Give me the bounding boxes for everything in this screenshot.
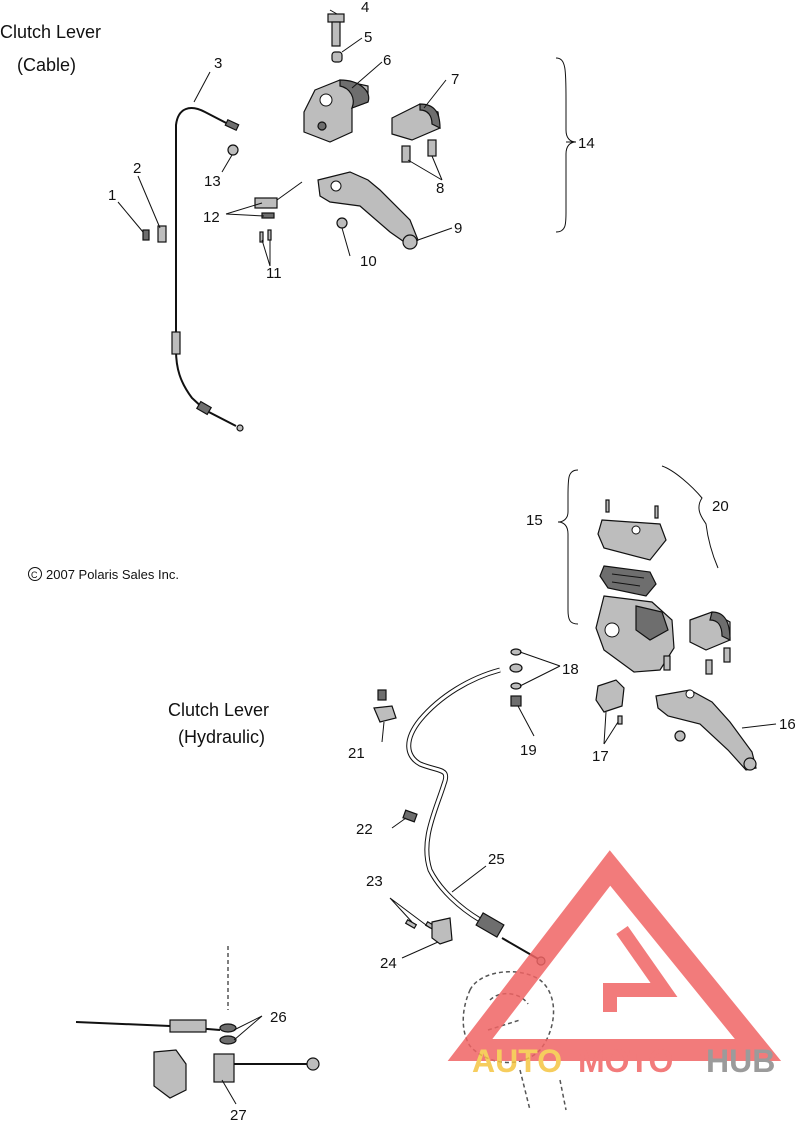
part-16-master-cylinder <box>595 595 675 673</box>
callout-2: 2 <box>133 160 141 177</box>
part-12-switch <box>254 181 303 219</box>
part-1 <box>142 229 150 241</box>
callout-18: 18 <box>562 661 579 678</box>
part-4-bolt <box>327 13 345 47</box>
callout-8: 8 <box>436 180 444 197</box>
callout-26: 26 <box>270 1009 287 1026</box>
watermark-inner-mark <box>603 925 678 1012</box>
copyright-symbol: C <box>31 570 38 580</box>
bracket-20 <box>661 465 719 569</box>
cable-title-line2: (Cable) <box>17 55 76 75</box>
callout-24: 24 <box>380 955 397 972</box>
part-27-cable-end <box>153 1049 320 1099</box>
cable-title-line1: Clutch Lever <box>0 22 101 42</box>
watermark-auto: AUTO <box>472 1043 562 1079</box>
lever-nut <box>674 730 686 742</box>
watermark-triangle <box>447 850 782 1061</box>
reservoir-cap-screws <box>605 499 659 519</box>
part-3-clutch-cable <box>171 107 244 432</box>
part-8-screws <box>401 139 437 163</box>
part-25-hydraulic-hose <box>406 667 501 923</box>
callout-3: 3 <box>214 55 222 72</box>
part-11-pins <box>259 229 272 243</box>
leader-lines <box>117 9 777 1105</box>
callout-6: 6 <box>383 52 391 69</box>
part-5 <box>331 51 343 63</box>
part-17-switch <box>595 679 625 713</box>
callout-15: 15 <box>526 512 543 529</box>
hydraulic-title-line1: Clutch Lever <box>168 700 269 720</box>
callout-13: 13 <box>204 173 221 190</box>
part-21-bracket <box>373 689 397 723</box>
bracket-14 <box>555 57 577 233</box>
callout-25: 25 <box>488 851 505 868</box>
part-9-lever <box>317 171 419 250</box>
callout-7: 7 <box>451 71 459 88</box>
callout-22: 22 <box>356 821 373 838</box>
part-13-nut <box>227 144 239 156</box>
part-22-clip <box>402 809 418 823</box>
callout-4: 4 <box>361 0 369 16</box>
callout-16: 16 <box>779 716 796 733</box>
callout-23: 23 <box>366 873 383 890</box>
callout-1: 1 <box>108 187 116 204</box>
watermark-logo: AUTO MOTO HUB <box>447 850 782 1079</box>
part-2 <box>157 225 167 243</box>
bracket-15 <box>557 469 579 625</box>
callout-labels: 4 5 6 7 3 2 1 14 8 13 12 9 10 11 20 15 1… <box>108 0 796 1123</box>
part-26-cable-assembly <box>75 946 237 1045</box>
callout-9: 9 <box>454 220 462 237</box>
callout-21: 21 <box>348 745 365 762</box>
callout-20: 20 <box>712 498 729 515</box>
callout-10: 10 <box>360 253 377 270</box>
part-10-nut <box>336 217 348 229</box>
part-18-19-banjo <box>509 648 523 707</box>
copyright-notice: C 2007 Polaris Sales Inc. <box>28 567 179 582</box>
copyright-circle <box>28 567 42 581</box>
callout-5: 5 <box>364 29 372 46</box>
callout-11: 11 <box>266 265 282 282</box>
hydraulic-title-line2: (Hydraulic) <box>178 727 265 747</box>
callout-19: 19 <box>520 742 537 759</box>
callout-12: 12 <box>203 209 220 226</box>
callout-27: 27 <box>230 1107 247 1123</box>
copyright-text: 2007 Polaris Sales Inc. <box>46 567 179 582</box>
watermark-moto: MOTO <box>578 1043 673 1079</box>
part-6-lever-bracket <box>303 79 370 143</box>
reservoir-cap <box>597 519 667 561</box>
reservoir-diaphragm <box>599 565 657 597</box>
callout-14: 14 <box>578 135 595 152</box>
clamp-screws <box>663 647 731 675</box>
part-7-clamp <box>391 103 441 141</box>
callout-17: 17 <box>592 748 609 765</box>
hydraulic-lever <box>655 689 757 771</box>
watermark-hub: HUB <box>706 1043 775 1079</box>
part-24-bracket <box>431 917 453 945</box>
